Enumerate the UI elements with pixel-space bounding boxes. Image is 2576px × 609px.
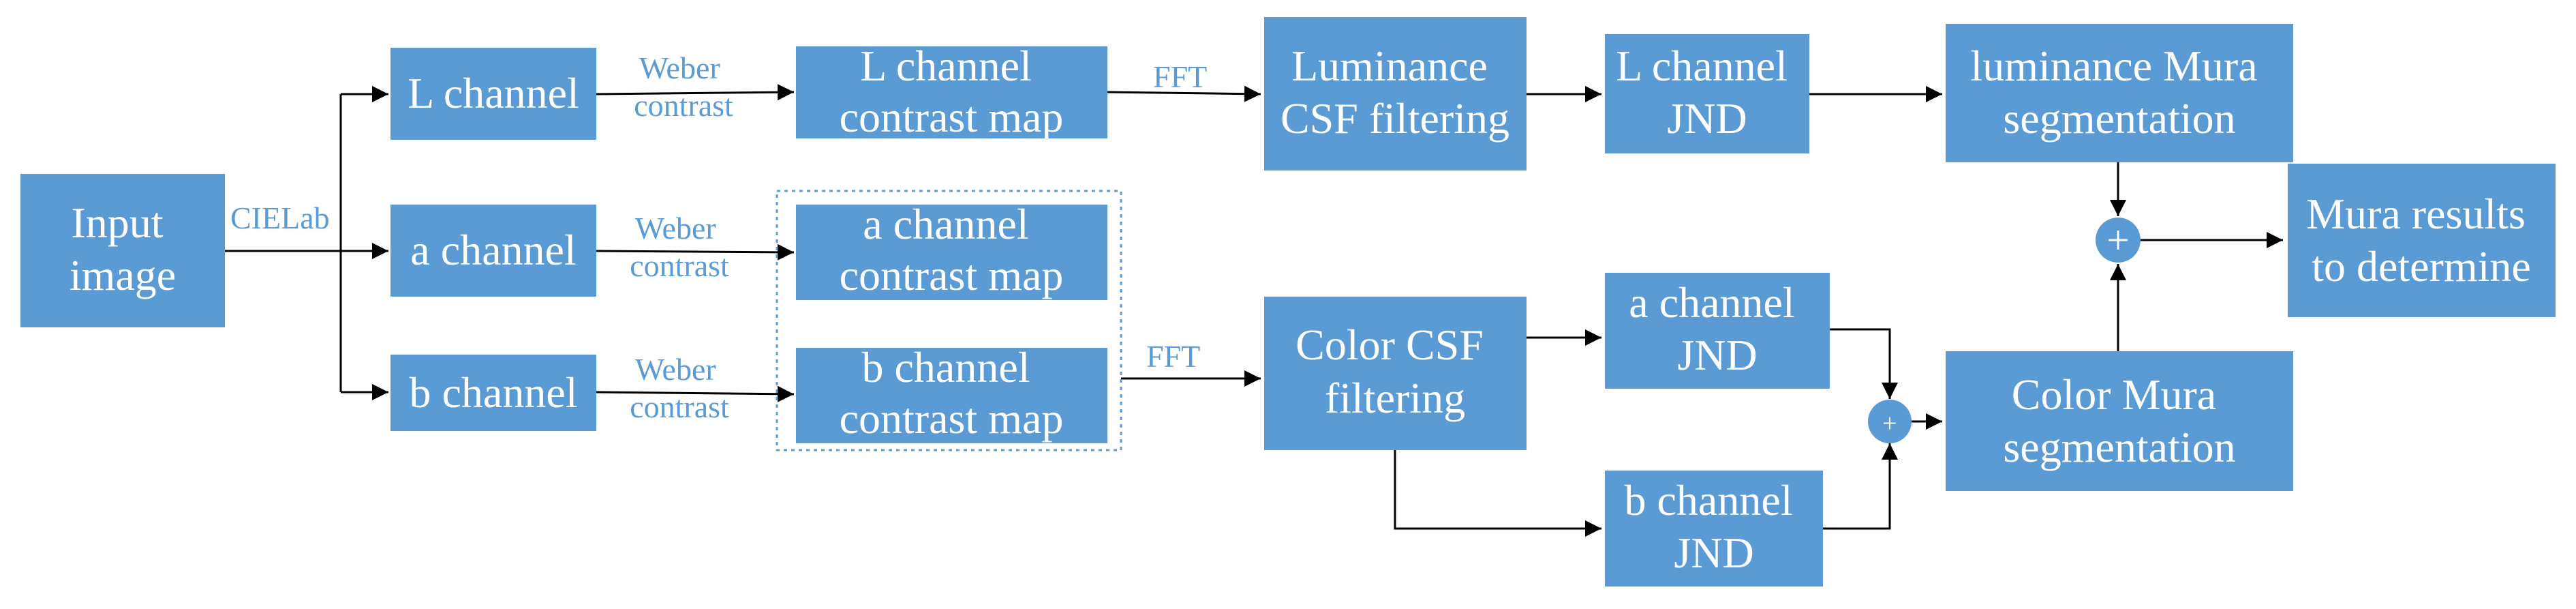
edge-label-weber-a: Weber contrast <box>630 211 729 283</box>
node-a-channel: a channel <box>390 205 596 297</box>
node-color-csf-label: Color CSF filtering <box>1295 321 1494 422</box>
arrow-a-channel-to-contrast <box>596 243 795 261</box>
node-b-contrast-map-label: b channel contrast map <box>840 343 1064 443</box>
node-l-contrast-map: L channel contrast map <box>796 42 1107 141</box>
sum-operator-large: + <box>2096 218 2141 263</box>
node-luminance-mura-label: luminance Mura segmentation <box>1970 42 2268 143</box>
edge-label-fft-top: FFT <box>1153 59 1207 94</box>
node-color-mura-label: Color Mura segmentation <box>2003 370 2235 471</box>
connectors <box>225 84 2283 537</box>
node-color-csf: Color CSF filtering <box>1264 297 1527 450</box>
node-a-jnd: a channel JND <box>1605 273 1830 389</box>
node-b-contrast-map: b channel contrast map <box>796 343 1107 443</box>
node-l-channel: L channel <box>390 48 596 140</box>
node-luminance-csf: Luminance CSF filtering <box>1264 17 1527 170</box>
plus-icon: + <box>2106 218 2130 263</box>
plus-icon: + <box>1882 409 1897 438</box>
node-a-jnd-label: a channel JND <box>1629 278 1805 379</box>
arrow-l-channel-to-contrast <box>596 84 795 101</box>
node-luminance-csf-label: Luminance CSF filtering <box>1281 42 1509 143</box>
node-l-jnd: L channel JND <box>1605 34 1809 153</box>
edge-label-fft-bottom: FFT <box>1146 339 1200 374</box>
node-b-channel-label: b channel <box>410 368 578 417</box>
arrow-b-channel-to-contrast <box>596 385 795 402</box>
edge-label-cielab: CIELab <box>230 200 330 235</box>
node-color-mura: Color Mura segmentation <box>1946 351 2293 491</box>
node-l-contrast-map-label: L channel contrast map <box>840 42 1064 141</box>
arrow-csf-to-b-jnd <box>1394 450 1601 537</box>
edge-label-weber-l: Weber contrast <box>634 50 733 123</box>
sum-operator-small: + <box>1868 400 1912 443</box>
arrow-b-jnd-to-sum <box>1823 443 1898 530</box>
node-input-image-label: Input image <box>70 198 176 299</box>
node-a-contrast-map: a channel contrast map <box>796 200 1107 300</box>
chroma-contrast-group-frame <box>776 190 1122 451</box>
node-b-jnd-label: b channel JND <box>1625 476 1804 577</box>
node-a-channel-label: a channel <box>410 226 576 274</box>
node-b-jnd: b channel JND <box>1605 471 1823 586</box>
node-a-contrast-map-label: a channel contrast map <box>840 200 1064 299</box>
arrow-fft-luminance <box>1107 85 1261 102</box>
node-l-jnd-label: L channel JND <box>1616 42 1798 143</box>
edge-label-weber-b: Weber contrast <box>630 352 729 424</box>
node-mura-results-label: Mura results to determine <box>2306 190 2536 291</box>
node-b-channel: b channel <box>390 355 596 431</box>
node-luminance-mura: luminance Mura segmentation <box>1946 24 2293 162</box>
node-l-channel-label: L channel <box>408 69 579 117</box>
node-input-image: Input image <box>20 174 225 327</box>
arrow-a-jnd-to-sum <box>1830 328 1898 399</box>
node-mura-results: Mura results to determine <box>2288 164 2556 317</box>
